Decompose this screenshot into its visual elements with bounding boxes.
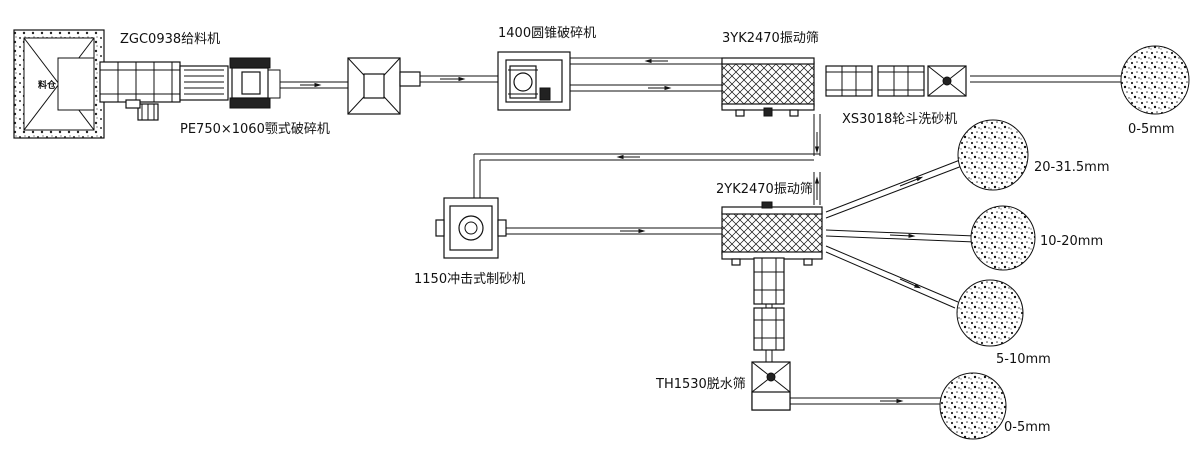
cone-crusher-label: 1400圆锥破碎机 xyxy=(498,26,596,41)
jaw-crusher xyxy=(179,57,281,109)
sand-washer-label: XS3018轮斗洗砂机 xyxy=(842,112,957,127)
product-label-coarse: 20-31.5mm xyxy=(1034,160,1110,175)
jaw-crusher-label: PE750×1060颚式破碎机 xyxy=(180,122,330,137)
screen-mid-label: 2YK2470振动筛 xyxy=(716,182,813,197)
vibrating-screen-mid xyxy=(721,201,823,266)
product-label-top-fine: 0-5mm xyxy=(1128,122,1175,137)
product-pile-20-31-5 xyxy=(957,119,1029,191)
product-pile-10-20 xyxy=(970,205,1036,271)
bucket-sand-washer xyxy=(825,65,967,97)
product-pile-5-10 xyxy=(956,279,1024,347)
product-label-bottom-fine: 0-5mm xyxy=(1004,420,1051,435)
dewatering-screen-label: TH1530脱水筛 xyxy=(655,377,746,392)
screen-top-label: 3YK2470振动筛 xyxy=(722,31,819,46)
feeder xyxy=(99,61,181,121)
product-label-medium: 10-20mm xyxy=(1040,234,1103,249)
impact-crusher-label: 1150冲击式制砂机 xyxy=(414,272,525,287)
bucket-sand-washer-vertical xyxy=(753,257,785,370)
product-label-small: 5-10mm xyxy=(996,352,1051,367)
cone-crusher xyxy=(497,51,571,111)
impact-sand-maker xyxy=(435,197,507,259)
feeder-label: ZGC0938给料机 xyxy=(120,32,220,47)
silo: 料仓 xyxy=(13,29,105,139)
dewatering-screen xyxy=(751,361,791,411)
transfer-hopper xyxy=(347,57,421,115)
conveyor-lines xyxy=(280,57,1125,405)
silo-label: 料仓 xyxy=(38,79,57,91)
vibrating-screen-top xyxy=(721,57,815,117)
product-pile-top-0-5 xyxy=(1120,45,1190,115)
product-pile-bottom-0-5 xyxy=(939,372,1007,440)
